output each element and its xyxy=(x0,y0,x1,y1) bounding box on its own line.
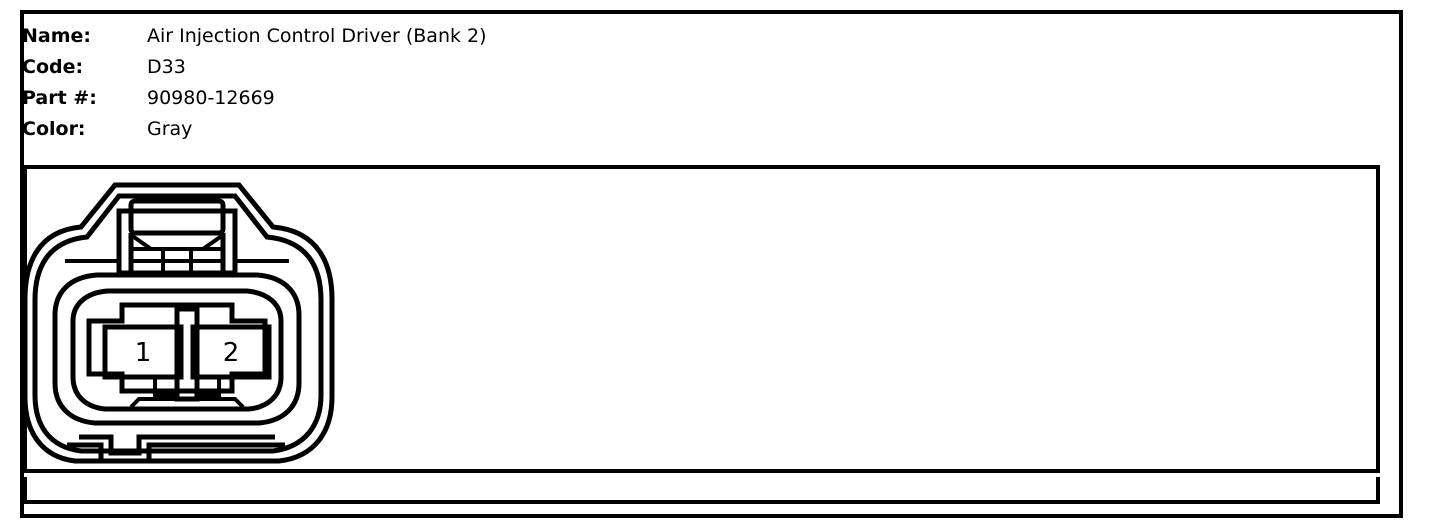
cavity-wall-ring xyxy=(70,288,284,412)
spec-row-code: Code: D33 xyxy=(22,53,186,81)
pin-cavity-1 xyxy=(102,324,184,380)
lock-tab-right-chamfer xyxy=(196,233,225,251)
housing-second-ring xyxy=(32,193,324,454)
spec-label-color: Color: xyxy=(22,118,86,140)
bottom-skirt-line xyxy=(67,442,285,464)
spec-value-part-number: 90980-12669 xyxy=(147,87,275,109)
housing-outer-shell xyxy=(27,182,335,464)
lock-tab-outer xyxy=(116,208,238,276)
spec-label-code: Code: xyxy=(22,56,84,78)
spec-value-name: Air Injection Control Driver (Bank 2) xyxy=(147,25,487,47)
spec-value-code: D33 xyxy=(147,56,186,78)
cavity-step-outline xyxy=(86,302,268,394)
bottom-alignment-notch xyxy=(79,434,275,456)
connector-spec-list: Name: Air Injection Control Driver (Bank … xyxy=(22,12,1222,162)
pin-number-1: 1 xyxy=(135,338,152,368)
connector-diagram-panel: 1 2 xyxy=(23,165,1380,473)
housing-inner-ring xyxy=(52,272,302,426)
lock-tab-center-block xyxy=(161,247,193,263)
spec-row-name: Name: Air Injection Control Driver (Bank … xyxy=(22,22,487,50)
lock-tab-plate xyxy=(128,198,226,236)
pin-number-2: 2 xyxy=(223,338,240,368)
lock-tab-left-chamfer xyxy=(129,233,158,251)
pin-cavity-2 xyxy=(190,324,272,380)
spec-row-part-number: Part #: 90980-12669 xyxy=(22,84,275,112)
lower-inner-ledge xyxy=(129,397,245,409)
keyway-base-block-right xyxy=(195,375,221,397)
spec-label-name: Name: xyxy=(22,25,92,47)
diagram-footer-strip xyxy=(23,477,1380,504)
spec-value-color: Gray xyxy=(147,118,193,140)
spec-row-color: Color: Gray xyxy=(22,115,192,143)
connector-drawing: 1 2 xyxy=(27,169,347,469)
spec-label-part-number: Part #: xyxy=(22,87,97,109)
connector-face-svg: 1 2 xyxy=(27,182,335,464)
keyway-base-block-left xyxy=(153,375,179,397)
